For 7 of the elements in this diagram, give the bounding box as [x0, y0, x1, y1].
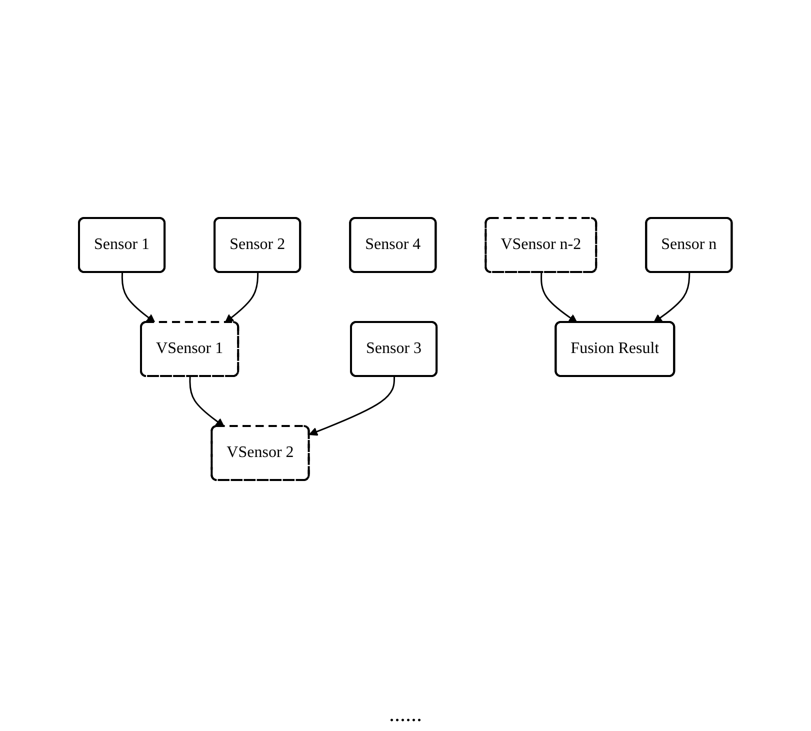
ellipsis-text: ......	[389, 701, 422, 726]
arrow	[225, 272, 259, 322]
arrow	[540, 272, 578, 322]
arrow	[309, 376, 396, 436]
arrow	[122, 272, 156, 322]
arrow	[654, 272, 690, 322]
arrow	[189, 376, 225, 426]
